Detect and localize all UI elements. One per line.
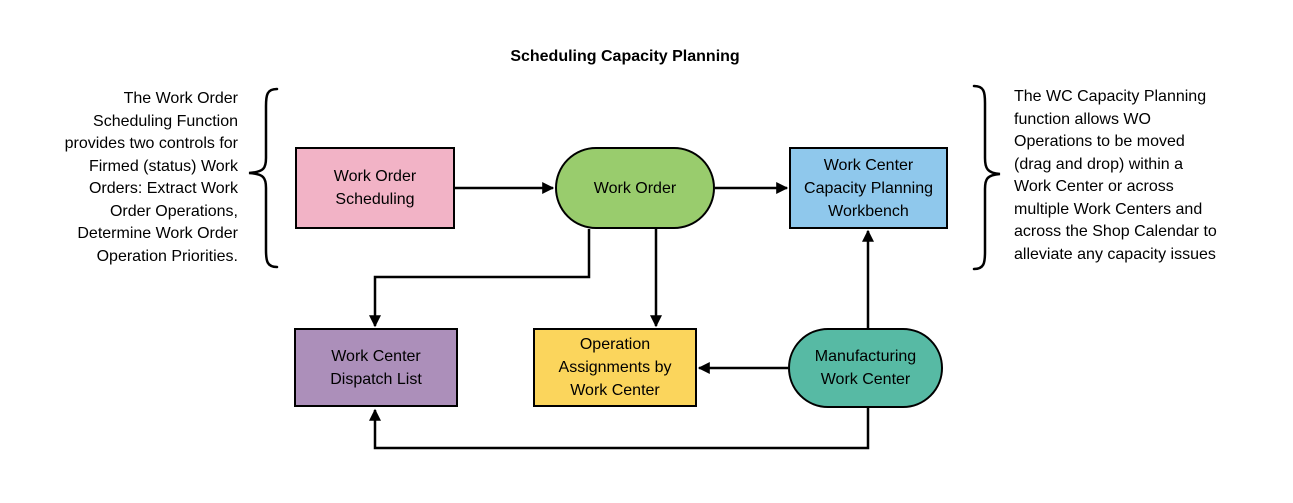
diagram-title: Scheduling Capacity Planning: [510, 48, 740, 65]
right-annotation: The WC Capacity Planning function allows…: [1014, 88, 1217, 263]
left-annotation: The Work Order Scheduling Function provi…: [64, 90, 238, 265]
node-work-center-capacity-planning-workbench: Work Center Capacity Planning Workbench: [789, 147, 948, 229]
node-work-order-scheduling: Work Order Scheduling: [295, 147, 455, 229]
node-work-order: Work Order: [555, 147, 715, 229]
right-brace: [972, 84, 1001, 271]
node-operation-assignments-by-work-center: Operation Assignments by Work Center: [533, 328, 697, 407]
edge-mwc-to-dispatch-list: [369, 408, 870, 450]
left-brace: [248, 87, 279, 269]
edge-work-order-to-dispatch-list: [369, 229, 591, 328]
node-manufacturing-work-center: Manufacturing Work Center: [788, 328, 943, 408]
node-work-center-dispatch-list: Work Center Dispatch List: [294, 328, 458, 407]
